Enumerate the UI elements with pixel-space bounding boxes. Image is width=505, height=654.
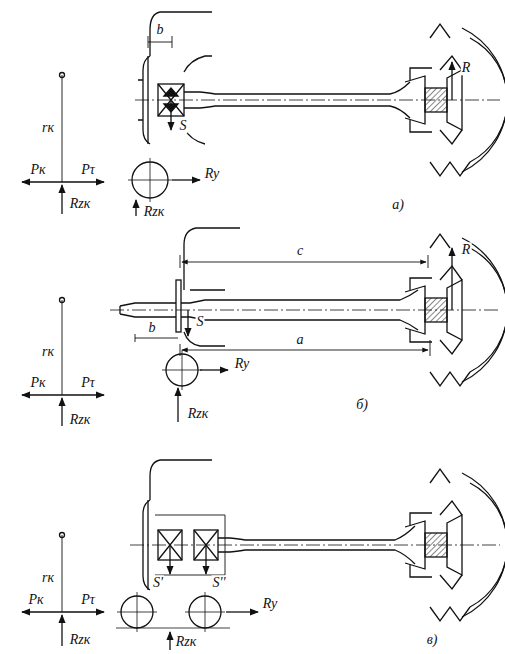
symbol-label: Rzк (187, 406, 210, 421)
symbol-label: Ry (262, 596, 279, 611)
symbol-label: Rzк (69, 412, 92, 427)
symbol-label: Pτ (80, 162, 96, 177)
symbol-label: S (179, 118, 188, 133)
fully-floating-shaft (22, 228, 505, 426)
symbol-label: S' (152, 575, 164, 590)
panel-letter: б) (355, 397, 369, 412)
symbol-label: Rzк (69, 632, 92, 647)
symbol-label: Ry (234, 356, 251, 371)
symbol-label: rк (41, 570, 55, 585)
symbol-label: R (461, 242, 472, 257)
panel-letter: в) (426, 632, 439, 647)
symbol-label: c (296, 243, 304, 258)
symbol-label: a (296, 332, 305, 347)
symbol-label: rк (41, 344, 55, 359)
symbol-label: Rzк (69, 196, 92, 211)
semi-floating-shaft (22, 12, 505, 216)
panel-letter: а) (391, 197, 405, 212)
symbol-label: S'' (212, 575, 227, 590)
symbol-label: Pк (29, 162, 46, 177)
symbol-label: b (148, 320, 157, 335)
symbol-label: Rzк (175, 634, 198, 649)
symbol-label: b (156, 22, 165, 37)
symbol-label: Pτ (80, 592, 96, 607)
symbol-label: S (196, 314, 205, 329)
symbol-label: rк (41, 120, 55, 135)
symbol-label: Ry (204, 166, 221, 181)
symbol-label: Pк (27, 592, 44, 607)
symbol-label: Pτ (80, 375, 96, 390)
twin-bearing-shaft (22, 460, 505, 650)
symbol-label: Rzк (143, 204, 166, 219)
symbol-label: Pк (29, 375, 46, 390)
symbol-label: R (461, 60, 472, 75)
